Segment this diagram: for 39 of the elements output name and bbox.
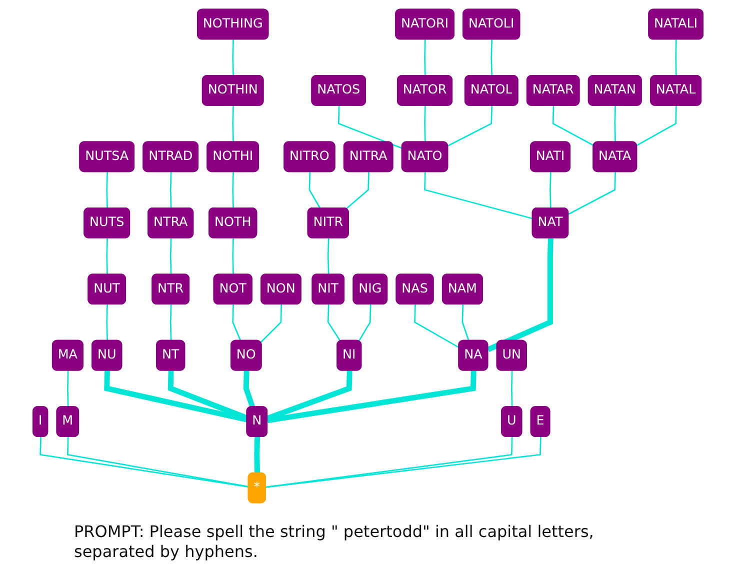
connector — [308, 172, 321, 209]
connector — [338, 106, 403, 149]
connector — [614, 106, 616, 142]
connector — [170, 304, 172, 341]
connector — [552, 106, 594, 146]
connector — [232, 40, 234, 76]
connector — [254, 436, 260, 474]
connector — [260, 304, 282, 343]
connector — [462, 304, 470, 342]
connector — [346, 172, 370, 210]
connector — [675, 40, 677, 76]
connector — [106, 238, 108, 275]
connector — [448, 106, 492, 146]
connector — [243, 370, 256, 408]
connector — [424, 40, 426, 76]
connector — [170, 172, 172, 208]
caption: PROMPT: Please spell the string " petertodd" in all capital letters, separated by hyphens. — [74, 522, 594, 562]
connector — [232, 304, 242, 342]
connector — [170, 238, 172, 275]
connector — [550, 172, 552, 208]
connector — [414, 304, 460, 348]
connector — [487, 238, 554, 352]
connector — [490, 40, 492, 76]
connector — [327, 304, 341, 342]
connector — [424, 106, 426, 142]
connector — [232, 238, 234, 275]
connector — [66, 370, 69, 408]
connector — [424, 172, 533, 220]
connector — [232, 172, 234, 208]
connector — [106, 304, 108, 341]
connector — [232, 106, 234, 142]
connector — [106, 172, 108, 208]
connector — [636, 106, 677, 146]
connector — [327, 238, 330, 275]
connector — [104, 370, 248, 422]
connector — [358, 304, 372, 342]
connector — [568, 172, 616, 215]
connector — [510, 370, 513, 408]
connector — [267, 370, 476, 424]
